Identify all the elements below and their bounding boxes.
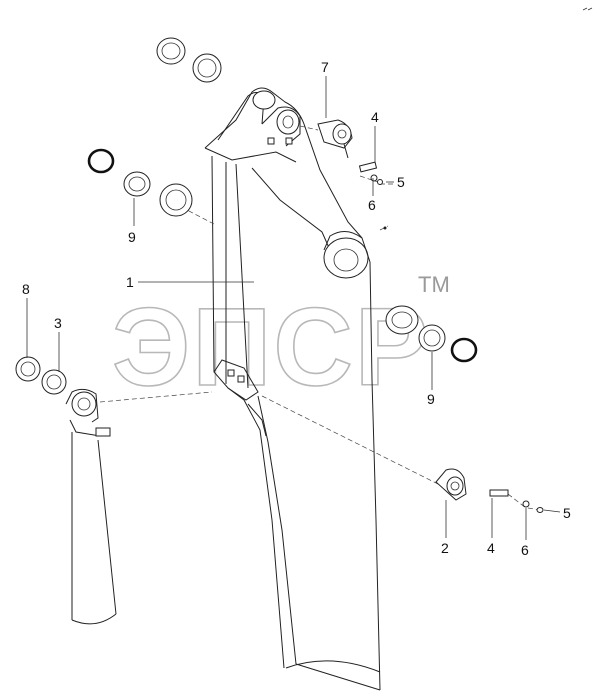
leader-lines bbox=[26, 76, 561, 540]
label-8: 8 bbox=[22, 281, 30, 297]
bolt-4-top bbox=[358, 161, 378, 173]
washers-left bbox=[15, 356, 67, 395]
label-9-right: 9 bbox=[427, 391, 435, 407]
label-5-bottom: 5 bbox=[563, 505, 571, 521]
top-washers bbox=[156, 37, 222, 83]
label-6-bottom: 6 bbox=[521, 542, 529, 558]
label-9-left: 9 bbox=[128, 229, 136, 245]
label-4-top: 4 bbox=[371, 109, 379, 125]
fasteners-bottom bbox=[489, 489, 544, 513]
watermark-text: ЭПСР bbox=[112, 286, 430, 409]
o-ring-right bbox=[450, 337, 478, 363]
part-labels: 7 4 5 6 9 1 8 3 9 2 4 6 5 bbox=[22, 59, 571, 558]
corner-mark bbox=[582, 7, 593, 11]
watermark-trademark: TM bbox=[418, 272, 450, 297]
pin-7 bbox=[317, 119, 353, 159]
boom-top-pin-boss bbox=[252, 90, 276, 110]
label-4-bottom: 4 bbox=[487, 540, 495, 556]
boom-cylinder bbox=[65, 388, 117, 625]
label-5-top: 5 bbox=[397, 174, 405, 190]
o-ring-top bbox=[87, 148, 115, 174]
watermark: ЭПСР TM bbox=[111, 272, 450, 410]
boom-arm bbox=[204, 87, 381, 691]
label-3: 3 bbox=[54, 315, 62, 331]
label-6-top: 6 bbox=[368, 197, 376, 213]
fasteners-top bbox=[370, 174, 387, 230]
label-7-top: 7 bbox=[321, 59, 329, 75]
bushings-right bbox=[385, 305, 478, 363]
bushings-left bbox=[123, 171, 193, 217]
pin-2 bbox=[435, 468, 467, 501]
label-2: 2 bbox=[441, 540, 449, 556]
label-1: 1 bbox=[126, 274, 134, 290]
boom-cylinder-boss bbox=[323, 237, 369, 279]
